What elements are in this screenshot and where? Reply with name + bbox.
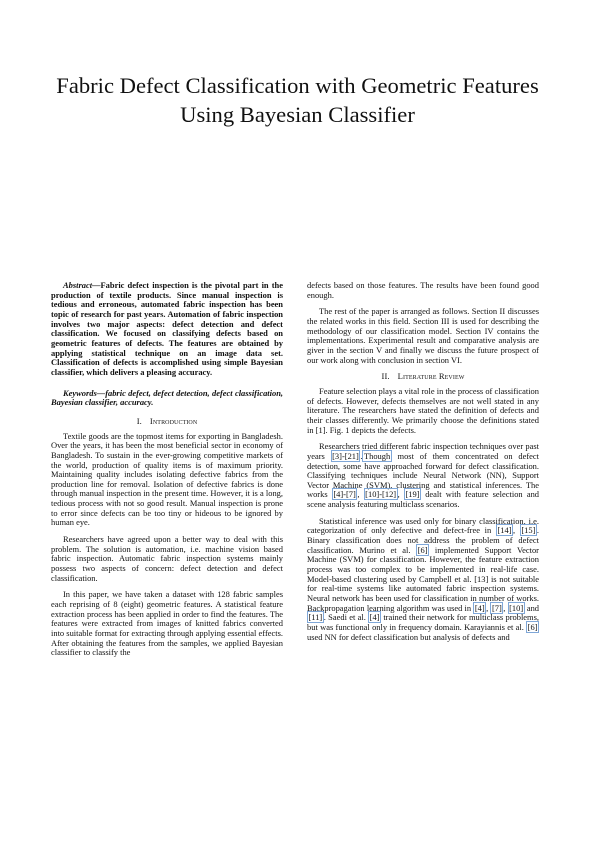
text-run: , (513, 525, 520, 536)
text-run: . (360, 450, 363, 461)
text-run: , (397, 489, 404, 500)
intro-paragraph-1: Textile goods are the topmost items for … (51, 430, 283, 528)
intro-paragraph-3: In this paper, we have taken a dataset w… (51, 589, 283, 658)
text-run: , (486, 602, 491, 613)
citation-link[interactable]: [10]-[12] (363, 488, 398, 501)
section-heading-literature-review: II. Literature Review (307, 371, 539, 382)
text-run: Statistical inference was used only for … (307, 515, 539, 536)
text-run: Researchers tried different fabric inspe… (307, 441, 539, 461)
citation-link[interactable]: [14] (495, 524, 514, 537)
citation-link[interactable]: [15] (519, 524, 537, 537)
lit-paragraph-3: Statistical inference was used only for … (307, 515, 540, 643)
section-title: Introduction (149, 415, 198, 426)
left-column: Abstract—Fabric defect inspection is the… (51, 280, 283, 665)
text-run: used NN for defect classification but an… (307, 631, 510, 642)
citation-link[interactable]: [4]-[7] (331, 488, 358, 501)
title-line-1: Fabric Defect Classification with Geomet… (56, 73, 539, 99)
text-run: , (503, 602, 508, 613)
text-run: most of them concentrated on defect dete… (307, 450, 540, 500)
text-run: dealt with feature selection and scene a… (307, 489, 540, 510)
keywords: Keywords—fabric defect, defect detection… (51, 387, 283, 408)
title-line-2: Using Bayesian Classifier (180, 101, 415, 127)
section-heading-introduction: I. Introduction (51, 415, 283, 427)
text-run: . Saedi et al. (323, 612, 369, 623)
citation-link[interactable]: [3]-[21] (330, 449, 361, 462)
abstract: Abstract—Fabric defect inspection is the… (51, 280, 283, 378)
abstract-text: Fabric defect inspection is the pivotal … (51, 280, 283, 377)
citation-link[interactable]: [19] (403, 488, 421, 501)
text-run: , (357, 489, 364, 500)
citation-link[interactable]: [7] (490, 601, 504, 614)
text-run: trained their network for multiclass pro… (307, 612, 539, 632)
intro-paragraph-3-cont: defects based on those features. The res… (307, 280, 539, 300)
paper-title: Fabric Defect Classification with Geomet… (20, 72, 575, 129)
keywords-label: Keywords— (63, 387, 106, 398)
citation-link[interactable]: [11] (307, 611, 324, 624)
section-title: Literature Review (397, 371, 465, 382)
section-number: I. (136, 415, 142, 426)
citation-link[interactable]: [10] (507, 601, 525, 614)
citation-link[interactable]: [6] (526, 621, 539, 633)
intro-paragraph-4: The rest of the paper is arranged as fol… (307, 306, 539, 365)
citation-link[interactable]: [6] (416, 543, 430, 556)
right-column: defects based on those features. The res… (307, 280, 540, 649)
citation-link[interactable]: [4] (368, 611, 381, 624)
text-run: . Binary classification does not address… (307, 525, 540, 555)
citation-link[interactable]: Though (362, 449, 392, 462)
lit-paragraph-1: Feature selection plays a vital role in … (307, 385, 539, 435)
section-number: II. (381, 371, 390, 382)
abstract-label: Abstract— (63, 280, 101, 290)
text-run: implemented Support Vector Machine (SVM)… (307, 544, 539, 613)
text-run: and (524, 602, 540, 613)
lit-paragraph-2: Researchers tried different fabric inspe… (307, 441, 540, 510)
intro-paragraph-2: Researchers have agreed upon a better wa… (51, 534, 283, 583)
citation-link[interactable]: [4] (473, 601, 487, 614)
keywords-text: fabric defect, defect detection, defect … (51, 387, 283, 408)
